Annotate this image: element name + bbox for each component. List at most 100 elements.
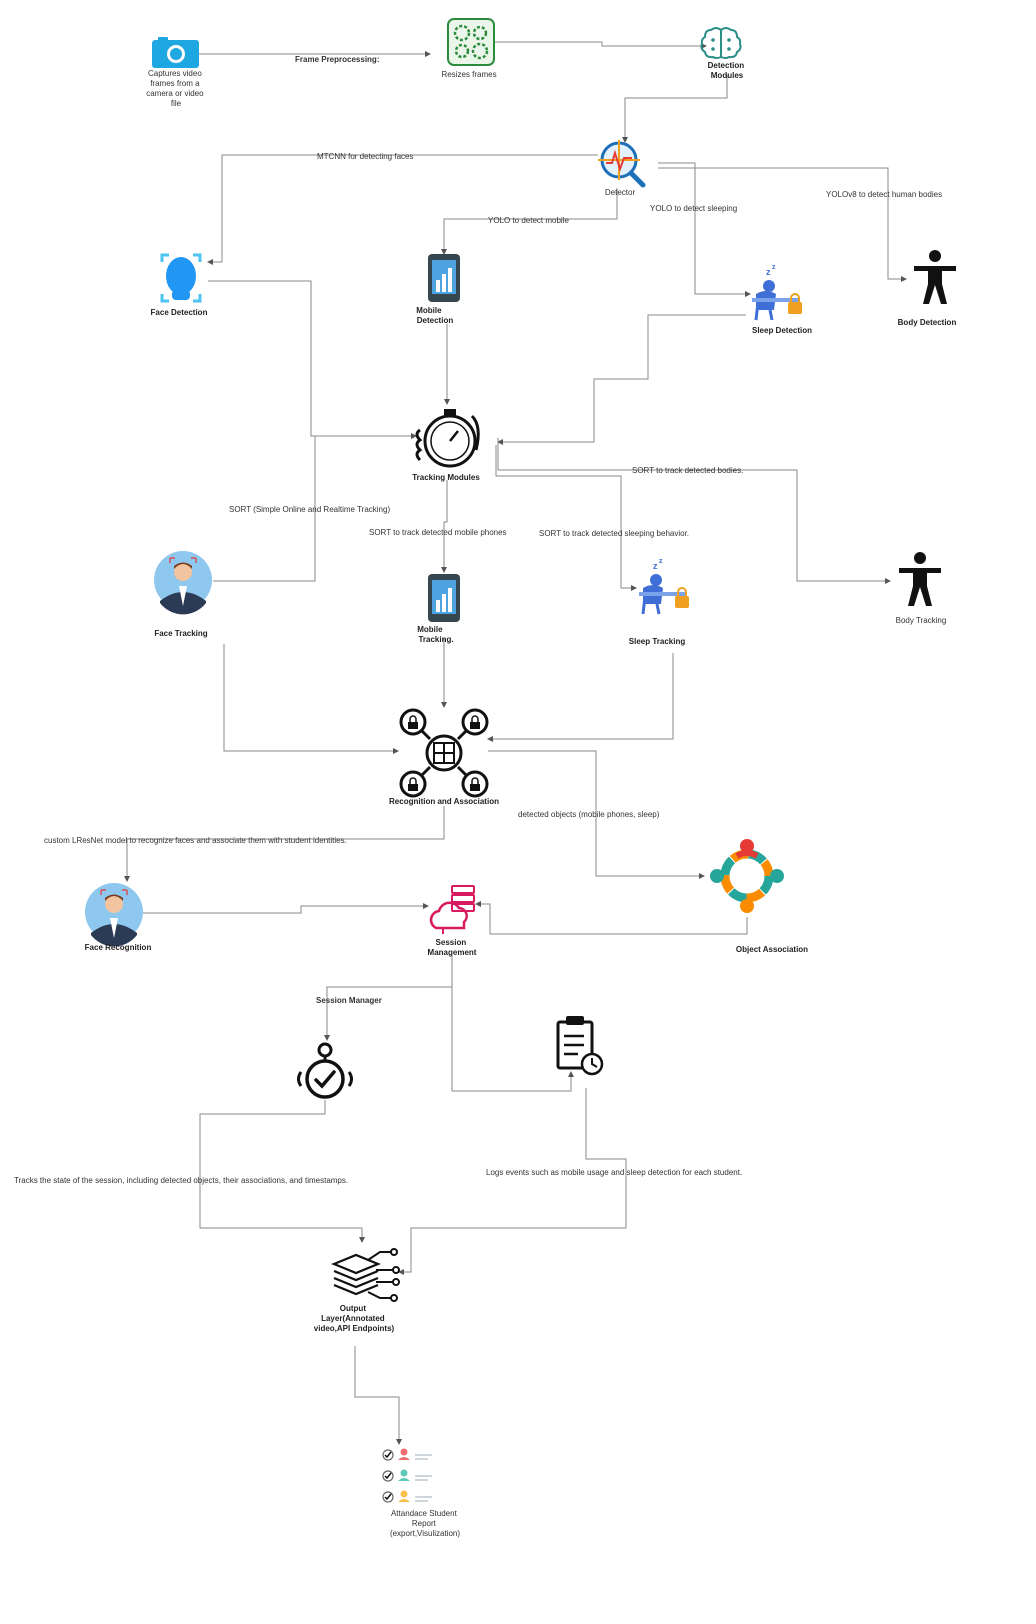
svg-text:z: z (766, 267, 771, 277)
svg-text:z: z (659, 558, 663, 565)
checklist-icon (382, 1448, 432, 1503)
edge-session-manager-output (199, 1100, 365, 1243)
edge-sleep-tracking-recognition (487, 653, 674, 742)
node-label-attendance-report: Attandace Student Report (export,Visuliz… (390, 1509, 460, 1538)
edge-label-sort-bodies: SORT to track detected bodies. (632, 466, 743, 475)
sleeping-person-icon: z z (752, 264, 802, 321)
node-capture: Captures video frames from a camera or v… (146, 37, 206, 108)
edge-sleep-detection-tracking (497, 314, 746, 445)
edge-recognition-face-recognition (124, 806, 445, 882)
node-label-session-management: Session Management (428, 938, 477, 957)
node-label-face-tracking: Face Tracking (154, 629, 207, 638)
edge-label-frame-preprocessing: Frame Preprocessing: (295, 55, 379, 64)
edge-label-detected-objects: detected objects (mobile phones, sleep) (518, 810, 660, 819)
edge-object-association-session (475, 901, 748, 935)
edge-label-custom-lresnet: custom LResNet model to recognize faces … (44, 836, 347, 845)
edge-label-yolo-mobile: YOLO to detect mobile (488, 216, 569, 225)
node-resize: Resizes frames (441, 18, 497, 79)
node-face-detection: Face Detection (151, 253, 208, 317)
gear-cluster-icon (447, 18, 495, 66)
edge-logs-output (398, 1088, 627, 1275)
edge-tracking-sleep-tracking (495, 445, 637, 591)
node-attendance-report: Attandace Student Report (export,Visuliz… (382, 1448, 460, 1538)
edge-label-tracks-state: Tracks the state of the session, includi… (14, 1176, 348, 1185)
edge-detector-face-detection (207, 154, 598, 265)
team-circle-icon (710, 839, 784, 913)
node-label-detection-modules: Detection Modules (708, 61, 747, 80)
clipboard-clock-icon (556, 1016, 604, 1076)
node-label-body-tracking: Body Tracking (896, 616, 947, 625)
node-label-tracking-modules: Tracking Modules (412, 473, 480, 482)
edge-label-mtcnn: MTCNN for detecting faces (317, 152, 413, 161)
node-label-sleep-tracking: Sleep Tracking (629, 637, 686, 646)
edge-tracking-body-tracking (497, 438, 891, 584)
magnifier-icon (598, 140, 646, 188)
node-recognition-association: Recognition and Association (389, 708, 499, 806)
node-session-management: Session Management (428, 885, 477, 957)
network-lock-icon (399, 708, 489, 798)
svg-text:z: z (772, 264, 776, 271)
node-label-sleep-detection: Sleep Detection (752, 326, 812, 335)
layers-circuit-icon (331, 1248, 400, 1302)
node-logs (556, 1016, 604, 1076)
node-face-tracking: Face Tracking (154, 551, 212, 638)
node-body-detection: Body Detection (898, 250, 957, 327)
edge-resize-detection-modules (478, 41, 707, 49)
edge-detector-mobile-detection (441, 188, 618, 255)
node-detector: Detector (598, 140, 646, 197)
edge-session-logs (451, 955, 574, 1092)
timer-check-icon (297, 1042, 353, 1099)
edge-label-logs-events: Logs events such as mobile usage and sle… (486, 1168, 742, 1177)
edge-output-report (354, 1346, 402, 1445)
edge-labels: Frame Preprocessing: MTCNN for detecting… (14, 55, 942, 1185)
edge-face-tracking-tracking (213, 436, 316, 582)
node-mobile-tracking: Mobile Tracking. (417, 574, 460, 644)
node-mobile-detection: Mobile Detection (416, 254, 460, 325)
node-body-tracking: Body Tracking (896, 552, 947, 625)
node-detection-modules: Detection Modules (700, 27, 747, 80)
node-label-object-association: Object Association (736, 945, 808, 954)
node-label-mobile-detection: Mobile Detection (416, 306, 453, 325)
node-tracking-modules: Tracking Modules (412, 409, 480, 482)
edge-label-yolov8-bodies: YOLOv8 to detect human bodies (826, 190, 942, 199)
edges (124, 41, 907, 1445)
person-avatar-icon (85, 883, 143, 947)
brain-icon (700, 27, 742, 59)
edge-detector-sleep-detection (658, 162, 751, 297)
node-output-layer: Output Layer(Annotated video,API Endpoin… (314, 1248, 400, 1333)
smartphone-icon (428, 254, 460, 302)
sleeping-person-icon: z z (639, 558, 689, 615)
edge-detection-modules-detector (622, 75, 728, 143)
node-sleep-tracking: z z Sleep Tracking (629, 558, 689, 646)
node-label-body-detection: Body Detection (898, 318, 957, 327)
node-label-output-layer: Output Layer(Annotated video,API Endpoin… (314, 1304, 395, 1333)
smartphone-icon (428, 574, 460, 622)
node-label-mobile-tracking: Mobile Tracking. (417, 625, 453, 644)
human-figure-icon (899, 552, 941, 606)
edge-face-tracking-recognition (223, 644, 399, 754)
svg-text:z: z (653, 561, 658, 571)
camera-icon (152, 37, 199, 68)
edge-label-session-manager: Session Manager (316, 996, 382, 1005)
edge-label-sort-mobile: SORT to track detected mobile phones (369, 528, 507, 537)
edge-recognition-object-association (488, 750, 705, 879)
node-session-manager (297, 1042, 353, 1099)
cloud-server-icon (429, 885, 475, 934)
face-scan-icon (160, 253, 202, 303)
node-label-face-detection: Face Detection (151, 308, 208, 317)
node-label-resize: Resizes frames (441, 70, 496, 79)
edge-detector-body-detection (658, 167, 907, 282)
edge-label-yolo-sleeping: YOLO to detect sleeping (650, 204, 737, 213)
node-label-detector: Detector (605, 188, 636, 197)
human-figure-icon (914, 250, 956, 304)
edge-label-sort-sleeping: SORT to track detected sleeping behavior… (539, 529, 689, 538)
node-label-capture: Captures video frames from a camera or v… (146, 69, 206, 108)
node-face-recognition: Face Recognition (85, 883, 152, 952)
stopwatch-icon (415, 409, 480, 468)
person-avatar-icon (154, 551, 212, 615)
node-label-face-recognition: Face Recognition (85, 943, 152, 952)
edge-tracking-mobile-tracking (441, 480, 448, 573)
node-sleep-detection: z z Sleep Detection (752, 264, 812, 335)
edge-face-recognition-session (142, 903, 429, 914)
